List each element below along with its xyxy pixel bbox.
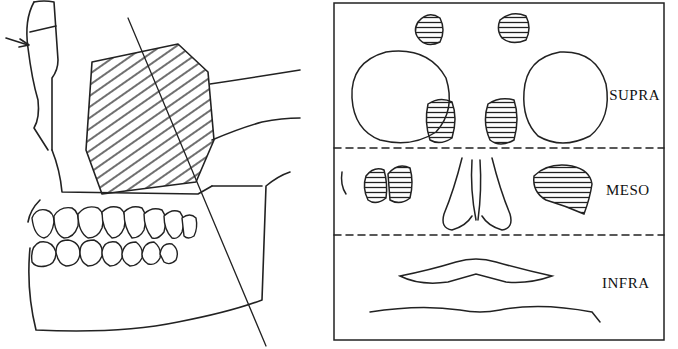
maxillary-sinus xyxy=(534,165,592,214)
frontal-sinus xyxy=(415,15,443,45)
mouth-outline xyxy=(400,259,552,283)
region-label: MESO xyxy=(606,183,650,198)
lateral-skull xyxy=(6,1,300,346)
maxillary-sinus xyxy=(364,169,386,203)
maxilla-outline xyxy=(52,150,212,194)
cheek-line xyxy=(342,172,347,194)
frontal-face xyxy=(334,3,664,340)
chin-line xyxy=(370,306,600,322)
mandible-outline xyxy=(29,172,290,331)
nasal-septum xyxy=(472,160,481,220)
teeth xyxy=(32,207,197,267)
hatched-maxilla xyxy=(86,44,214,194)
maxillary-sinus xyxy=(388,166,412,203)
mandible-outline xyxy=(212,185,262,187)
level-divider xyxy=(334,147,664,149)
region-label: SUPRA xyxy=(609,88,660,103)
frontal-sinus xyxy=(498,14,529,43)
zygomatic-arch xyxy=(212,118,300,140)
orbit xyxy=(524,52,608,143)
nasal-outline xyxy=(30,26,56,32)
face-frame xyxy=(334,3,664,340)
ethmoid-sinus xyxy=(426,99,455,142)
reference-line xyxy=(128,18,266,346)
nose-outline xyxy=(443,158,472,230)
region-label: INFRA xyxy=(602,276,650,291)
zygomatic-arch xyxy=(210,70,300,84)
ethmoid-sinus xyxy=(485,99,517,144)
level-divider xyxy=(334,234,664,236)
nasal-outline xyxy=(27,2,48,150)
nasal-outline xyxy=(34,1,58,150)
nose-outline xyxy=(482,158,511,230)
